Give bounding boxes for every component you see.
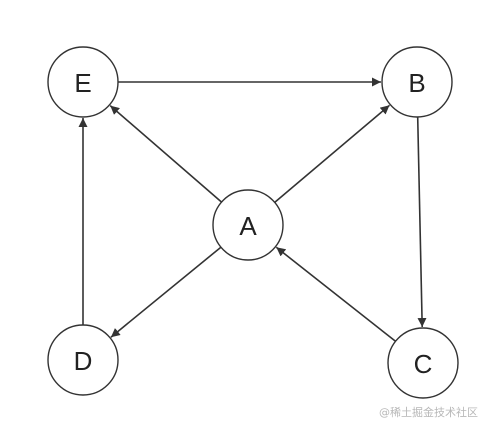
node-c: C <box>387 327 459 399</box>
nodes-layer: E B A D C <box>47 46 459 399</box>
node-c-circle <box>387 327 459 399</box>
node-a-label: A <box>239 211 257 241</box>
node-b-label: B <box>408 68 425 98</box>
node-d: D <box>47 324 119 396</box>
node-e-label: E <box>74 68 91 98</box>
edge-a-to-b <box>274 104 391 204</box>
node-e: E <box>47 46 119 118</box>
node-b-circle <box>381 46 453 118</box>
node-b: B <box>381 46 453 118</box>
edge-b-to-c <box>416 116 427 328</box>
edges-layer <box>78 77 427 342</box>
node-c-label: C <box>414 349 433 379</box>
edge-a-to-e <box>109 104 223 203</box>
edge-a-to-d <box>110 246 222 338</box>
watermark: @稀土掘金技术社区 <box>379 406 478 419</box>
node-a-circle <box>212 189 284 261</box>
node-d-label: D <box>74 346 93 376</box>
node-a: A <box>212 189 284 261</box>
edge-c-to-a <box>275 246 396 342</box>
node-e-circle <box>47 46 119 118</box>
node-d-circle <box>47 324 119 396</box>
